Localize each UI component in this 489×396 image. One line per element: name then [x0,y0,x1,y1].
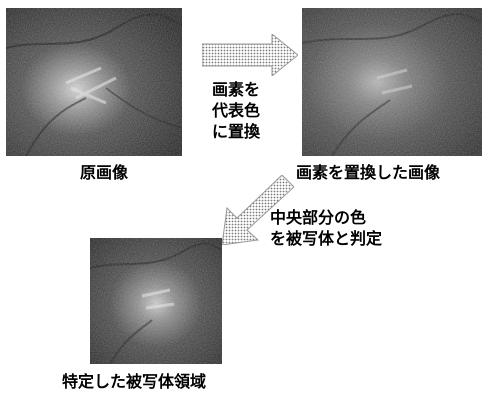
replace-step-line-2: 代表色 [212,100,261,120]
judge-step-line-2: を被写体と判定 [270,228,383,248]
specified-region-caption: 特定した被写体領域 [62,372,207,391]
replace-step-text: 画素を 代表色 に置換 [212,80,260,142]
replace-step-line-1: 画素を [212,80,261,99]
diagonal-arrow-icon [222,175,294,245]
specified-region-image [90,238,222,364]
original-image [6,8,182,156]
judge-step-text: 中央部分の色 を被写体と判定 [270,208,382,250]
judge-step-line-1: 中央部分の色 [270,208,367,227]
right-arrow-icon [202,34,298,76]
replace-step-line-3: に置換 [212,121,261,141]
original-image-caption: 原画像 [80,163,129,182]
replaced-image [302,8,482,156]
replaced-image-caption: 画素を置換した画像 [296,163,441,182]
